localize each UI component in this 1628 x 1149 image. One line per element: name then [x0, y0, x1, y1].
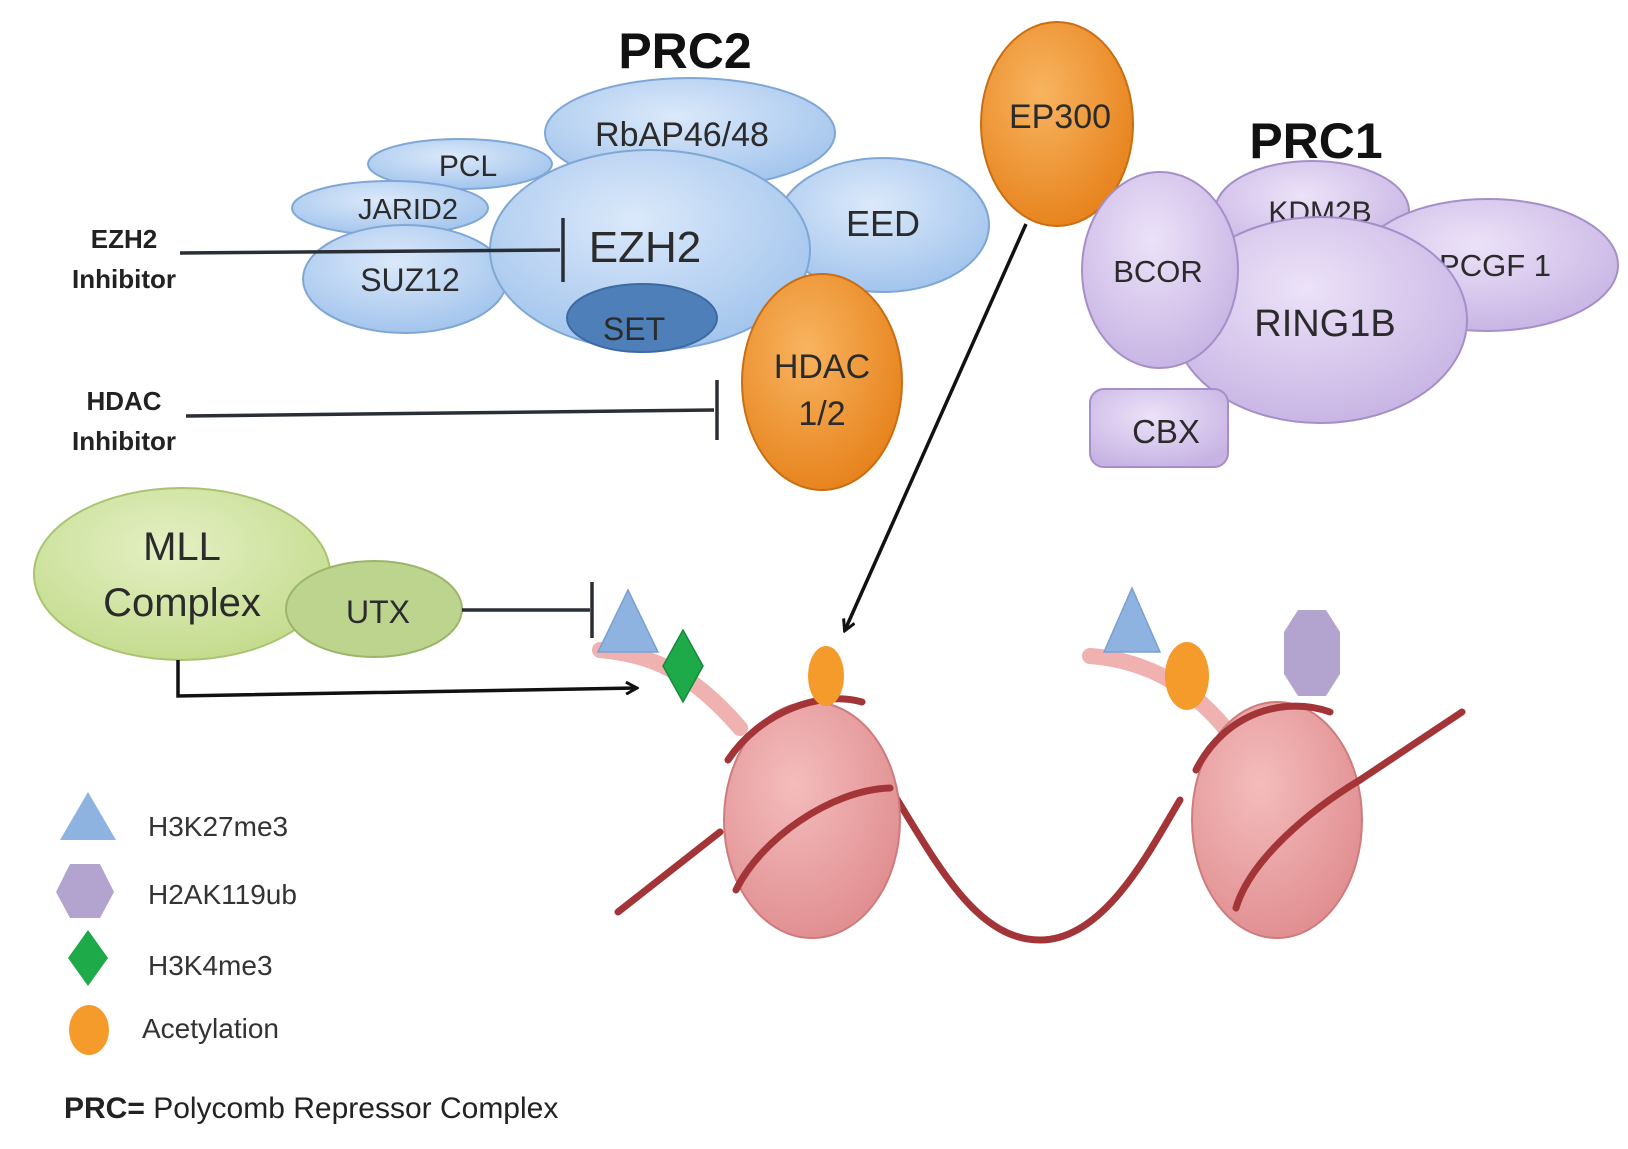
nucleosome-right	[1191, 701, 1363, 939]
hdac-protein	[741, 273, 903, 491]
footnote-definition: Polycomb Repressor Complex	[145, 1092, 558, 1125]
hdac-inhibitor-line2: Inhibitor	[72, 426, 176, 456]
dna-wrap-right-1	[1192, 702, 1334, 774]
hdac-inhibitor: HDAC Inhibitor	[72, 380, 719, 456]
ezh2-inhibitor-line2: Inhibitor	[72, 264, 176, 294]
h3k27me3-mark-right	[1102, 586, 1162, 653]
ep300-protein	[980, 21, 1134, 227]
pcl-label: PCL	[439, 150, 497, 183]
prc2-complex: PRC2 RbAP46/48 PCL JARID2 SUZ12 EED EZH2…	[291, 23, 990, 353]
legend-triangle-icon	[60, 792, 116, 840]
ezh2-label: EZH2	[589, 223, 701, 272]
eed-label: EED	[846, 203, 920, 244]
set-domain	[566, 283, 718, 353]
bcor-protein	[1081, 171, 1239, 369]
footnote-abbreviation: PRC=	[64, 1092, 145, 1125]
prc1-title: PRC1	[1249, 113, 1382, 169]
dna-linker	[886, 784, 1184, 944]
legend-diamond-icon	[68, 930, 108, 986]
legend-label-h3k4me3: H3K4me3	[148, 950, 273, 981]
legend-circle-icon	[69, 1005, 109, 1055]
acetylation-mark-left	[808, 646, 844, 706]
legend-label-h2ak119ub: H2AK119ub	[148, 879, 297, 910]
mll-complex: MLL Complex UTX	[33, 487, 636, 698]
h3k27me3-mark-left	[596, 588, 660, 653]
ring1b-label: RING1B	[1254, 303, 1395, 345]
ezh2-inhibitor: EZH2 Inhibitor	[72, 218, 565, 294]
ezh2-inhibition-line	[179, 248, 561, 255]
prc2-title: PRC2	[618, 23, 751, 79]
dna-wrap-left-2	[732, 784, 894, 894]
bcor-label: BCOR	[1113, 254, 1203, 289]
hdac-complex: HDAC 1/2	[741, 273, 903, 491]
cbx-protein	[1089, 388, 1229, 468]
utx-label: UTX	[346, 594, 410, 630]
mll-protein	[33, 487, 331, 661]
pcgf1-label: PCGF 1	[1439, 248, 1551, 283]
chromatin	[592, 586, 1466, 944]
rbap-label: RbAP46/48	[595, 116, 769, 154]
mll-activation-arrow	[176, 660, 636, 698]
dna-strand-right	[1356, 708, 1466, 784]
hdac-inhibitor-line1: HDAC	[86, 386, 161, 416]
ep300-label: EP300	[1009, 98, 1111, 136]
histone-tail-right	[1082, 648, 1233, 736]
legend: H3K27me3 H2AK119ub H3K4me3 Acetylation	[56, 792, 297, 1055]
legend-hexagon-icon	[56, 864, 114, 918]
hdac-inhibition-line	[185, 408, 715, 418]
legend-label-acetylation: Acetylation	[142, 1013, 279, 1044]
legend-label-h3k27me3: H3K27me3	[148, 811, 288, 842]
ep300-arrow	[845, 223, 1028, 630]
mll-label-line1: MLL	[143, 525, 221, 569]
hdac-label-line2: 1/2	[798, 395, 845, 433]
h2ak119ub-mark-right	[1284, 610, 1340, 696]
suz12-label: SUZ12	[360, 262, 460, 298]
jarid2-label: JARID2	[358, 194, 458, 226]
dna-strand-left	[614, 828, 724, 916]
ezh2-inhibitor-line1: EZH2	[91, 224, 157, 254]
dna-wrap-left-1	[724, 695, 866, 764]
cbx-label: CBX	[1132, 413, 1200, 450]
prc1-complex: PRC1 KDM2B PCGF 1 RING1B BCOR CBX	[1081, 113, 1619, 468]
ep300-complex: EP300	[980, 21, 1134, 227]
hdac-label-line1: HDAC	[774, 348, 870, 386]
mll-label-line2: Complex	[103, 581, 261, 625]
acetylation-mark-right	[1165, 642, 1209, 710]
dna-wrap-right-2	[1232, 776, 1364, 912]
h3k4me3-mark-left	[662, 628, 704, 704]
set-label: SET	[603, 311, 665, 347]
footnote: PRC= Polycomb Repressor Complex	[64, 1092, 558, 1125]
